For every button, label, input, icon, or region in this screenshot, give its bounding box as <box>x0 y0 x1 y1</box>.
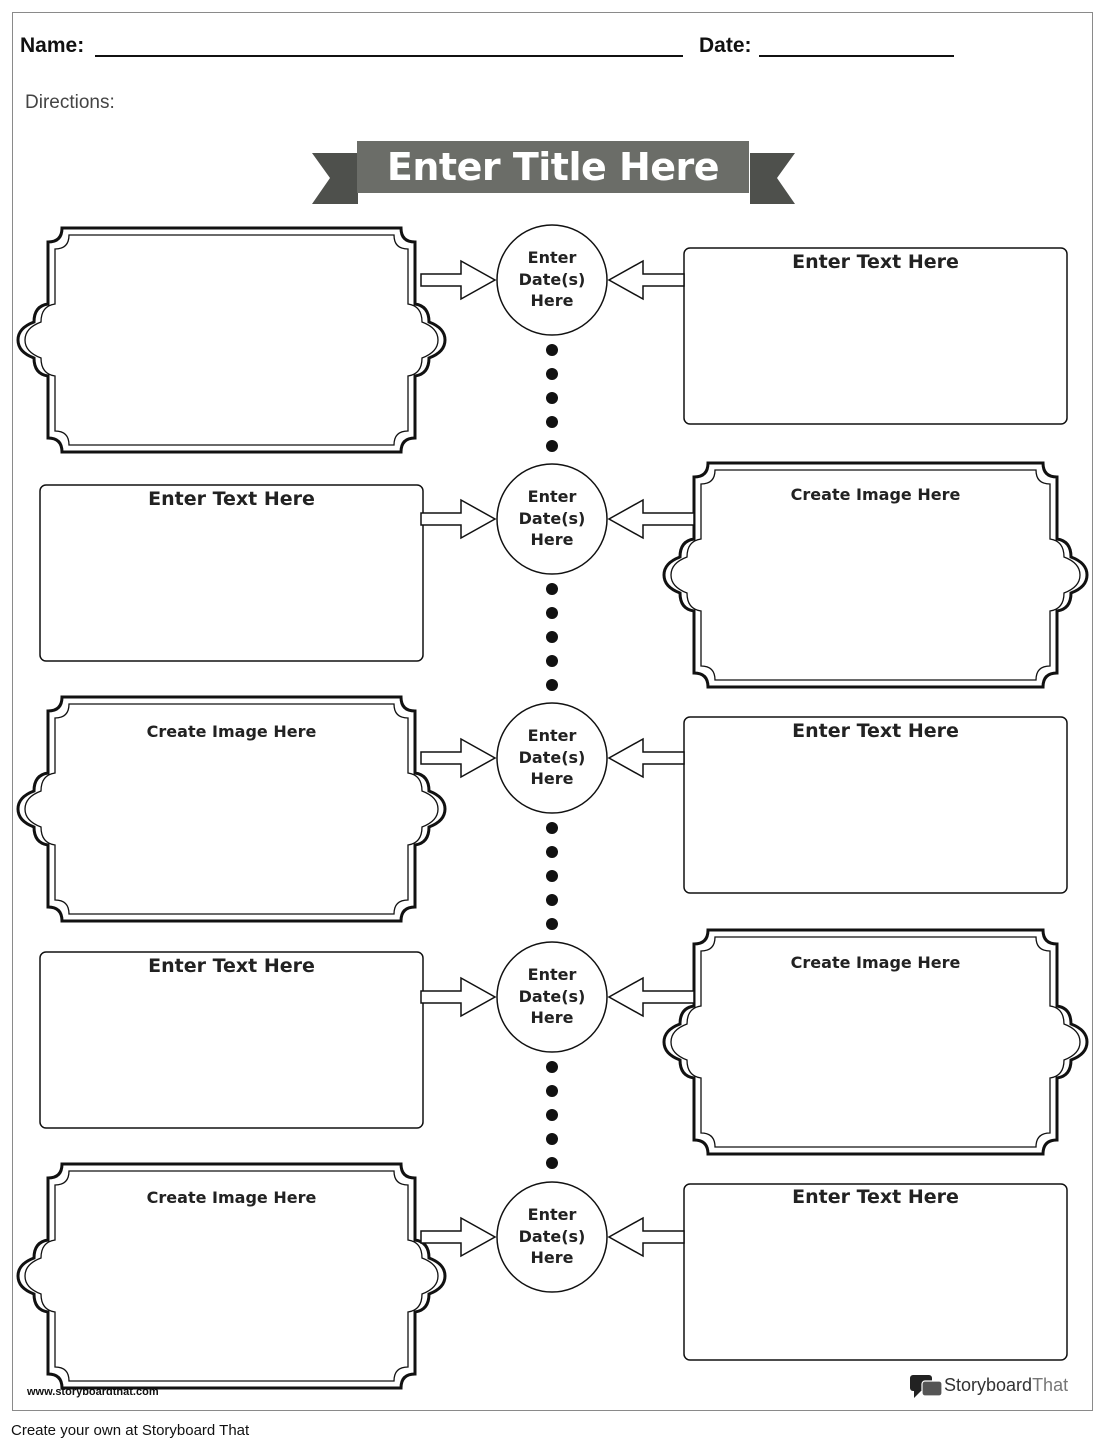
left-text-box-2[interactable] <box>39 484 424 662</box>
arrow-left-1 <box>607 259 685 301</box>
timeline-dot <box>546 344 558 356</box>
timeline-dot <box>546 1061 558 1073</box>
right-text-title-1[interactable]: Enter Text Here <box>792 251 959 273</box>
arrow-right-2 <box>420 498 497 540</box>
watermark-url: www.storyboardthat.com <box>27 1386 159 1398</box>
logo-word-that: That <box>1032 1375 1069 1395</box>
timeline-dot <box>546 846 558 858</box>
date-circle-4[interactable] <box>496 941 608 1053</box>
timeline-dot <box>546 894 558 906</box>
timeline-dot <box>546 1085 558 1097</box>
date-label: Date: <box>699 34 752 57</box>
footer-credit: Create your own at Storyboard That <box>11 1422 250 1439</box>
arrow-right-1 <box>420 259 497 301</box>
speech-bubbles-icon <box>910 1375 943 1398</box>
logo-word-storyboard: Storyboard <box>944 1375 1033 1395</box>
timeline-dot <box>546 918 558 930</box>
arrow-right-3 <box>420 737 497 779</box>
banner-title[interactable]: Enter Title Here <box>386 145 720 189</box>
timeline-dot <box>546 392 558 404</box>
name-label: Name: <box>20 34 85 57</box>
arrow-right-5 <box>420 1216 497 1258</box>
right-text-box-1[interactable] <box>683 247 1068 425</box>
banner-body <box>357 141 749 193</box>
left-text-title-2[interactable]: Enter Text Here <box>148 488 315 510</box>
storyboardthat-logo: StoryboardThat <box>944 1375 1068 1396</box>
left-image-frame-1[interactable] <box>16 226 447 454</box>
timeline-dot <box>546 822 558 834</box>
timeline-dot <box>546 1109 558 1121</box>
title-banner <box>312 141 795 204</box>
banner-left-tail <box>312 153 358 204</box>
timeline-dot <box>546 583 558 595</box>
date-circle-3[interactable] <box>496 702 608 814</box>
left-image-label-5[interactable]: Create Image Here <box>146 1188 317 1207</box>
timeline-dot <box>546 1133 558 1145</box>
timeline-dot <box>546 1157 558 1169</box>
right-image-label-4[interactable]: Create Image Here <box>790 953 961 972</box>
timeline-dot <box>546 631 558 643</box>
arrow-left-2 <box>607 498 695 540</box>
date-label-4[interactable]: Enter Date(s) Here <box>518 965 586 1027</box>
date-label-1[interactable]: Enter Date(s) Here <box>518 248 586 310</box>
right-text-title-3[interactable]: Enter Text Here <box>792 720 959 742</box>
right-image-frame-2[interactable] <box>662 461 1089 689</box>
worksheet-page <box>12 12 1093 1411</box>
date-circle-1[interactable] <box>496 224 608 336</box>
date-label-2[interactable]: Enter Date(s) Here <box>518 487 586 549</box>
timeline-dot <box>546 416 558 428</box>
timeline-dot <box>546 870 558 882</box>
date-label-3[interactable]: Enter Date(s) Here <box>518 726 586 788</box>
arrow-left-5 <box>607 1216 685 1258</box>
left-image-label-3[interactable]: Create Image Here <box>146 722 317 741</box>
left-text-box-4[interactable] <box>39 951 424 1129</box>
name-input-line[interactable] <box>95 55 683 57</box>
left-image-frame-3[interactable] <box>16 695 447 923</box>
right-image-frame-4[interactable] <box>662 928 1089 1156</box>
right-text-box-5[interactable] <box>683 1183 1068 1361</box>
banner-right-tail <box>750 153 795 204</box>
directions-label: Directions: <box>25 92 115 113</box>
date-label-5[interactable]: Enter Date(s) Here <box>518 1205 586 1267</box>
date-circle-5[interactable] <box>496 1181 608 1293</box>
timeline-dot <box>546 607 558 619</box>
right-text-title-5[interactable]: Enter Text Here <box>792 1186 959 1208</box>
timeline-dot <box>546 440 558 452</box>
arrow-left-3 <box>607 737 685 779</box>
date-input-line[interactable] <box>759 55 954 57</box>
right-text-box-3[interactable] <box>683 716 1068 894</box>
arrow-right-4 <box>420 976 497 1018</box>
left-image-frame-5[interactable] <box>16 1162 447 1390</box>
timeline-dot <box>546 679 558 691</box>
arrow-left-4 <box>607 976 695 1018</box>
left-text-title-4[interactable]: Enter Text Here <box>148 955 315 977</box>
timeline-dot <box>546 655 558 667</box>
timeline-dot <box>546 368 558 380</box>
date-circle-2[interactable] <box>496 463 608 575</box>
right-image-label-2[interactable]: Create Image Here <box>790 485 961 504</box>
